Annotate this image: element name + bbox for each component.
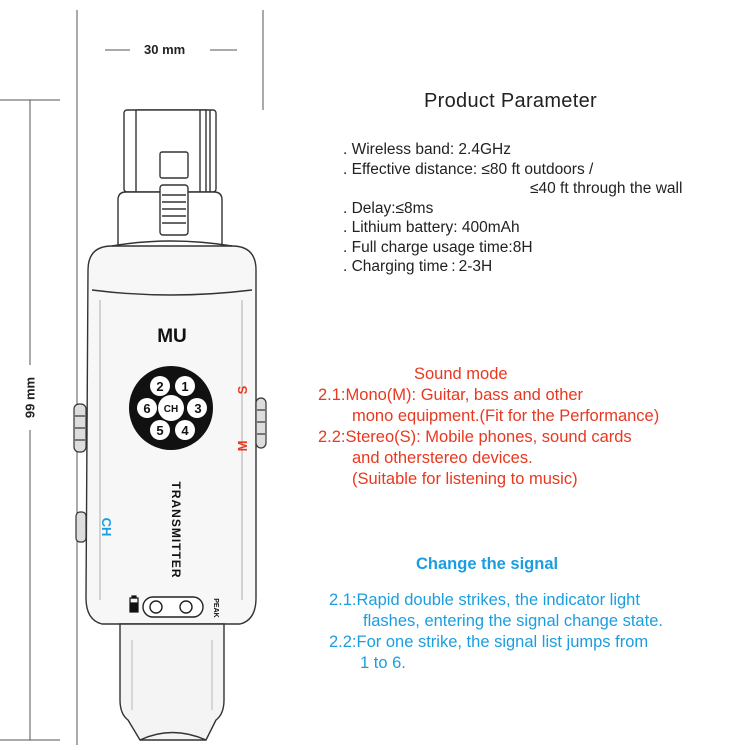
xlr-connector xyxy=(117,109,223,259)
change-signal-line-1: 2.1:Rapid double strikes, the indicator … xyxy=(329,591,640,609)
battery-icon xyxy=(129,595,139,613)
dial-number-4: 4 xyxy=(181,423,189,438)
change-signal-section: Change the signal 2.1:Rapid double strik… xyxy=(329,554,663,674)
product-parameter-list: . Wireless band: 2.4GHz . Effective dist… xyxy=(343,140,682,277)
dial-number-3: 3 xyxy=(194,401,201,416)
dial-center-label: CH xyxy=(164,404,178,415)
width-dimension-label: 30 mm xyxy=(144,42,186,57)
sound-mode-section: Sound mode 2.1:Mono(M): Guitar, bass and… xyxy=(318,364,659,490)
dial-number-2: 2 xyxy=(156,379,163,394)
param-charging-time: . Charging time : 2-3H xyxy=(343,258,493,275)
indicator-leds xyxy=(142,596,204,618)
side-buttons xyxy=(73,397,267,543)
param-delay: . Delay:≤8ms xyxy=(343,199,434,217)
change-signal-title: Change the signal xyxy=(416,555,559,573)
sound-mode-line-4: and otherstereo devices. xyxy=(352,449,533,467)
mono-label: M xyxy=(235,441,250,452)
param-battery: . Lithium battery: 400mAh xyxy=(343,219,520,236)
param-wireless-band: . Wireless band: 2.4GHz xyxy=(343,141,511,158)
change-signal-line-3: 2.2:For one strike, the signal list jump… xyxy=(329,633,649,651)
sound-mode-line-2: mono equipment.(Fit for the Performance) xyxy=(352,407,660,425)
stereo-label: S xyxy=(235,385,250,394)
peak-label: PEAK xyxy=(212,598,219,617)
dial-number-5: 5 xyxy=(156,423,163,438)
brand-logo: MU xyxy=(157,326,187,347)
change-signal-line-2: flashes, entering the signal change stat… xyxy=(363,612,663,630)
sound-mode-line-3: 2.2:Stereo(S): Mobile phones, sound card… xyxy=(318,428,632,446)
ch-side-label: CH xyxy=(99,518,114,537)
bottom-plug xyxy=(119,623,225,741)
dimension-lines xyxy=(0,10,264,745)
change-signal-line-4: 1 to 6. xyxy=(360,654,406,672)
param-effective-distance: . Effective distance: ≤80 ft outdoors / xyxy=(343,160,594,178)
height-dimension-label: 99 mm xyxy=(22,376,38,419)
dial-number-6: 6 xyxy=(143,401,150,416)
sound-mode-title: Sound mode xyxy=(414,365,508,383)
channel-dial: 1 3 4 5 6 2 CH xyxy=(129,366,213,450)
param-effective-distance-wall: ≤40 ft through the wall xyxy=(530,180,683,197)
dial-number-1: 1 xyxy=(181,379,188,394)
sound-mode-line-1: 2.1:Mono(M): Guitar, bass and other xyxy=(318,386,584,404)
transmitter-label: TRANSMITTER xyxy=(169,482,183,579)
product-parameter-title: Product Parameter xyxy=(424,90,597,112)
sound-mode-line-5: (Suitable for listening to music) xyxy=(352,470,578,488)
param-usage-time: . Full charge usage time:8H xyxy=(343,238,533,256)
